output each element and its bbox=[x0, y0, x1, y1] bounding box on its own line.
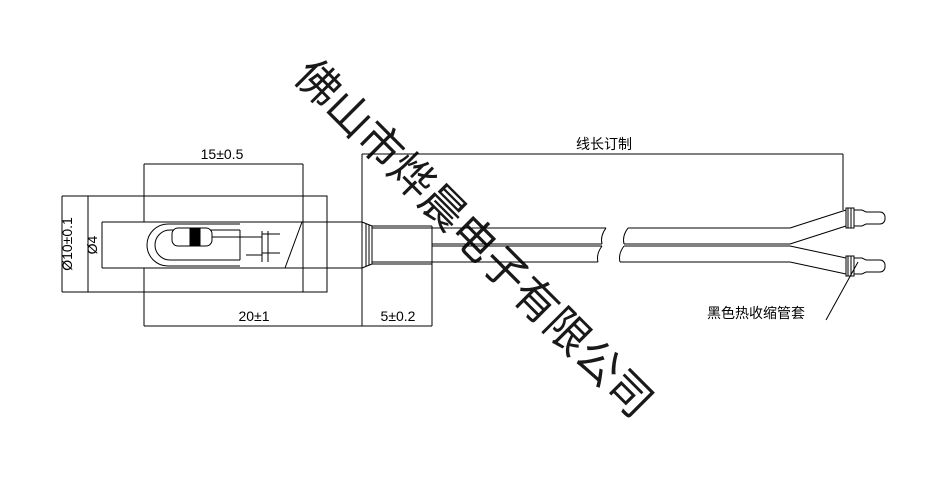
cable-wires bbox=[372, 209, 847, 275]
thermistor-element bbox=[171, 227, 213, 247]
terminal-upper bbox=[845, 207, 886, 229]
dim-bottom-length: 20±1 bbox=[238, 308, 269, 324]
dim-sleeve-length: 5±0.2 bbox=[381, 308, 416, 324]
heat-shrink-label: 黑色热收缩管套 bbox=[707, 305, 805, 322]
cable-sleeve bbox=[372, 225, 433, 265]
flange-body bbox=[88, 195, 328, 293]
grip-ring bbox=[361, 221, 373, 269]
terminal-lower bbox=[845, 255, 886, 277]
dimension-lines bbox=[61, 153, 859, 327]
dim-inner-diameter: Ø4 bbox=[84, 235, 100, 254]
inner-tube bbox=[101, 221, 362, 269]
company-watermark: 佛山市烨晨电子有限公司 bbox=[284, 50, 662, 428]
wire-length-label: 线长订制 bbox=[576, 137, 632, 153]
sensor-leads bbox=[212, 230, 280, 262]
sensor-capsule bbox=[146, 223, 240, 267]
dim-outer-diameter: Ø10±0.1 bbox=[59, 217, 75, 271]
dim-top-length: 15±0.5 bbox=[201, 146, 244, 162]
